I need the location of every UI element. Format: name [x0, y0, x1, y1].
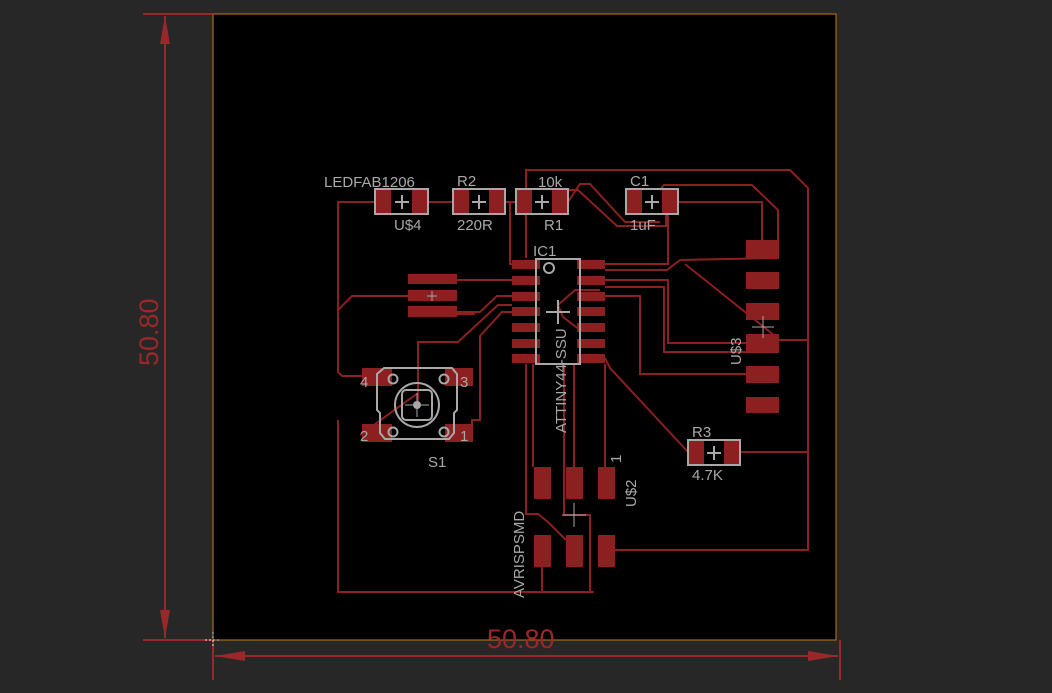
s1-pin-3: 3	[460, 374, 468, 391]
isp-header-u2[interactable]: 1 U$2 AVRISPSMD	[511, 455, 640, 598]
led-u4[interactable]: LEDFAB1206 U$4	[324, 174, 429, 234]
ic1-attiny44[interactable]: IC1 ATTINY44-SSU	[512, 243, 605, 433]
s1-pin-1: 1	[460, 428, 468, 445]
r1-name: R1	[544, 217, 563, 234]
ic1-name: IC1	[533, 243, 556, 260]
isp-name: AVRISPSMD	[511, 511, 528, 598]
resistor-r1[interactable]: 10k R1	[515, 174, 569, 234]
dimension-horizontal[interactable]: 50.80	[212, 624, 841, 680]
switch-s1[interactable]: 4 3 2 1 S1	[360, 367, 473, 471]
header-u3[interactable]: U$3	[728, 240, 779, 413]
resonator[interactable]	[408, 274, 457, 317]
s1-pin-4: 4	[360, 374, 368, 391]
dimension-width-label: 50.80	[487, 624, 555, 654]
r2-name: R2	[457, 173, 476, 190]
r3-value: 4.7K	[692, 467, 723, 484]
dimension-vertical[interactable]: 50.80	[134, 13, 213, 641]
u2-pin1-label: 1	[608, 455, 625, 463]
ic1-value: ATTINY44-SSU	[553, 328, 570, 433]
r3-name: R3	[692, 424, 711, 441]
capacitor-c1[interactable]: C1 1uF	[625, 173, 679, 234]
u2-name: U$2	[623, 479, 640, 507]
c1-value: 1uF	[630, 217, 656, 234]
r1-value: 10k	[538, 174, 563, 191]
resistor-r2[interactable]: R2 220R	[452, 173, 506, 234]
s1-name: S1	[428, 454, 446, 471]
s1-pin-2: 2	[360, 428, 368, 445]
c1-name: C1	[630, 173, 649, 190]
u3-name: U$3	[728, 337, 745, 365]
dimension-height-label: 50.80	[134, 298, 164, 366]
led-name: LEDFAB1206	[324, 174, 415, 191]
origin-marker	[205, 632, 221, 648]
r2-value: 220R	[457, 217, 493, 234]
led-value: U$4	[394, 217, 422, 234]
resistor-r3[interactable]: R3 4.7K	[687, 424, 741, 484]
